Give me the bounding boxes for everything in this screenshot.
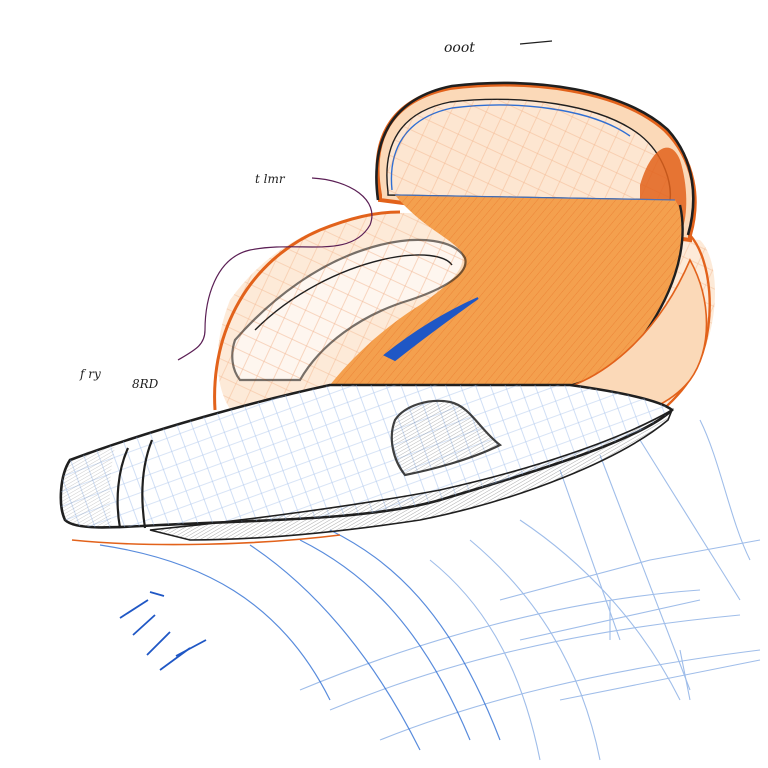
annotation-tether [177, 177, 373, 361]
hood-inner-mesh [386, 99, 671, 200]
front-bolster [390, 399, 503, 477]
annotation-left-lower-a: f ry [79, 367, 101, 381]
blue-accent-stroke [383, 297, 479, 362]
blue-tick-marks [119, 591, 207, 671]
armrest-curl-mesh [232, 239, 466, 380]
front-band-1 [116, 447, 130, 529]
blue-construction-lines [299, 419, 761, 761]
base-body-mesh [60, 385, 673, 528]
hood-dark-rim [375, 81, 695, 236]
base-underside [149, 408, 674, 541]
annotation-left-upper: t lmr [255, 172, 286, 186]
blue-flow-lines [99, 529, 501, 751]
orange-base-edge [71, 534, 341, 546]
seat-top-edge [394, 194, 676, 201]
shell-outline-orange [213, 210, 401, 411]
front-cap [60, 447, 115, 529]
annotation-left-lower-b: 8RD [132, 377, 159, 391]
annotation-top-right: ooot [444, 40, 475, 56]
annotation-dash [519, 40, 553, 45]
front-band-2 [141, 439, 154, 529]
